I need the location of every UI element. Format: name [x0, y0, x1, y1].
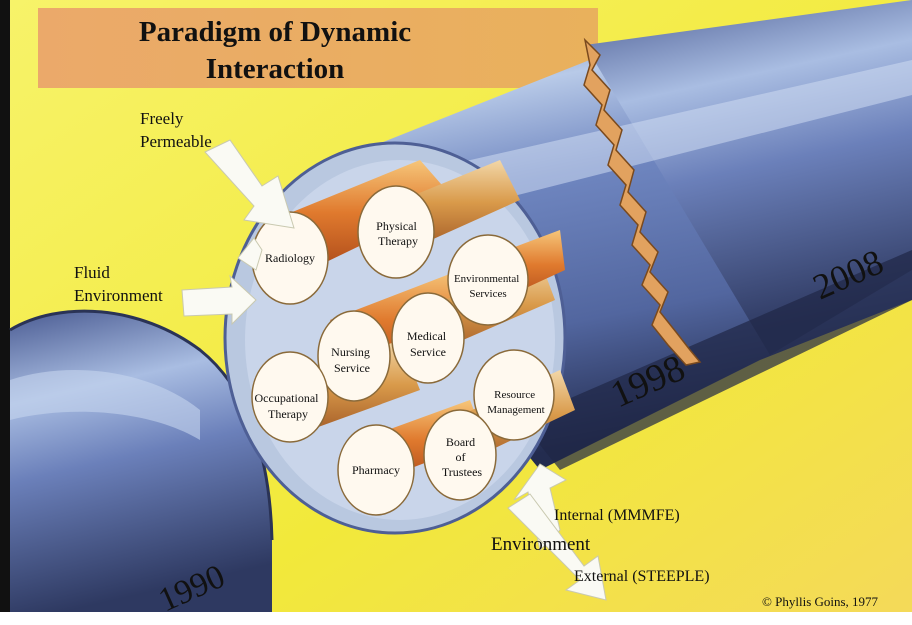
label-fluid: Fluid [74, 263, 110, 282]
past-tube-highlight [10, 370, 200, 440]
copyright: © Phyllis Goins, 1977 [762, 594, 879, 609]
torn-edge [583, 37, 702, 366]
title-line-1: Paradigm of Dynamic [139, 16, 411, 48]
dept-nursing-service: Nursing Service [331, 345, 373, 375]
tube-shadow-stripe [520, 250, 912, 470]
external-arrow [507, 493, 607, 601]
dept-board-of-trustees: Board of Trustees [442, 435, 483, 479]
oval-medical-service [391, 292, 465, 384]
title-line-2: Interaction [206, 53, 345, 85]
fluid-environment-arrow [181, 274, 257, 326]
dept-physical-therapy: Physical Therapy [376, 219, 420, 248]
label-permeable: Permeable [140, 132, 212, 151]
past-tube-edge [9, 309, 274, 541]
fluid-environment-arrow-small [237, 237, 263, 271]
oval-nursing-service [317, 310, 391, 402]
dept-medical-service: Medical Service [407, 329, 449, 359]
label-freely: Freely [140, 109, 184, 128]
freely-permeable-arrow [204, 139, 295, 229]
oval-occupational-therapy [251, 351, 329, 443]
oval-physical-therapy [357, 185, 435, 279]
label-external: External (STEEPLE) [574, 568, 710, 585]
dept-occupational-therapy: Occupational Therapy [255, 391, 322, 421]
label-environment: Environment [491, 534, 591, 555]
oval-environmental-services [447, 234, 529, 326]
frame-bottom-edge [0, 612, 912, 625]
department-ovals [251, 185, 555, 516]
dept-resource-management: Resource Management [487, 389, 544, 416]
oval-pharmacy [337, 424, 415, 516]
label-fluid-environment: Environment [74, 286, 163, 305]
dept-environmental-services: Environmental Services [454, 273, 522, 300]
label-internal: Internal (MMMFE) [554, 507, 680, 524]
oval-resource-management [473, 349, 555, 441]
oval-board-of-trustees [423, 409, 497, 501]
dept-radiology: Radiology [265, 251, 315, 265]
frame-left-edge [0, 0, 10, 625]
dept-pharmacy: Pharmacy [352, 463, 400, 477]
title-band [38, 8, 598, 88]
